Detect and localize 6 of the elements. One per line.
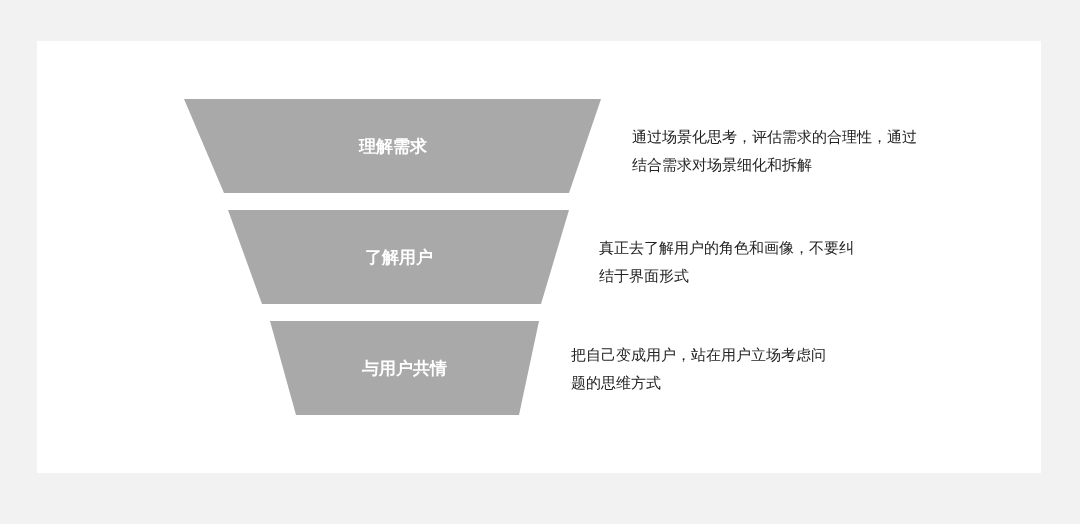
- stage-title: 了解用户: [363, 246, 434, 268]
- stage-title: 与用户共情: [361, 357, 448, 379]
- description-text: 把自己变成用户，站在用户立场考虑问题的思维方式: [571, 345, 827, 394]
- description-text: 通过场景化思考，评估需求的合理性，通过结合需求对场景细化和拆解: [632, 127, 918, 176]
- stage-title: 理解需求: [357, 135, 428, 157]
- description-text: 真正去了解用户的角色和画像，不要纠结于界面形式: [599, 238, 855, 287]
